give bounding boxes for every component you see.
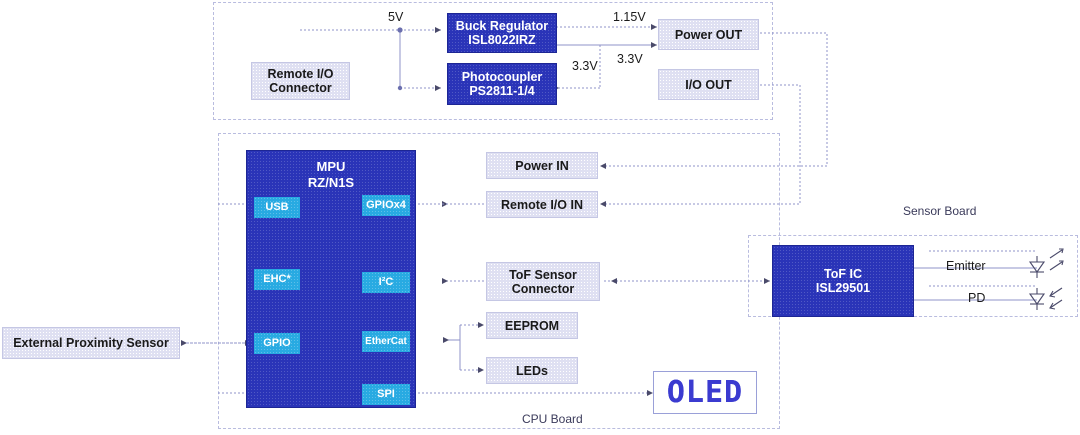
external-proximity-sensor-block[interactable]: External Proximity Sensor [2,327,180,359]
tof-ic-block[interactable]: ToF IC ISL29501 [772,245,914,317]
mpu-port-gpio[interactable]: GPIO [254,333,300,354]
mpu-port-usb[interactable]: USB [254,197,300,218]
label-3-3v-b: 3.3V [617,52,643,66]
mpu-port-i2c-label: I²C [378,276,394,289]
label-5v: 5V [388,10,404,24]
tof-ic-label-1: ToF IC [824,267,862,281]
eeprom-label: EEPROM [504,318,560,333]
power-in-label: Power IN [515,158,569,173]
emitter-label: Emitter [946,259,986,273]
mpu-port-usb-label: USB [265,201,289,214]
label-1-15v: 1.15V [613,10,646,24]
emitter-diode-icon [1028,248,1064,278]
cpu-board-label: CPU Board [522,412,583,426]
mpu-port-gpiox4-label: GPIOx4 [366,199,406,212]
mpu-port-gpiox4[interactable]: GPIOx4 [362,195,410,216]
oled-block[interactable]: OLED [653,371,757,414]
remote-io-in-block[interactable]: Remote I/O IN [486,191,598,218]
mpu-title-line-2: RZ/N1S [307,175,355,191]
power-board-region [213,2,773,120]
external-proximity-sensor-label: External Proximity Sensor [13,336,169,350]
remote-io-in-label: Remote I/O IN [501,197,583,212]
photodiode-icon [1028,287,1063,310]
mpu-port-spi-label: SPI [377,388,395,401]
mpu-port-ehc[interactable]: EHC* [254,269,300,290]
sensor-board-label: Sensor Board [903,204,977,218]
tof-ic-label-2: ISL29501 [815,281,871,295]
remote-io-connector-label-1: Remote I/O [267,67,334,81]
photocoupler-block[interactable]: Photocoupler PS2811-1/4 [447,63,557,105]
photocoupler-label-2: PS2811-1/4 [469,84,535,98]
buck-regulator-label-2: ISL8022IRZ [468,33,536,47]
mpu-port-gpio-label: GPIO [263,337,291,350]
mpu-port-ethercat-label: EtherCat [365,335,407,347]
power-out-label: Power OUT [674,27,743,42]
mpu-title-line-1: MPU [316,159,346,174]
tof-sensor-connector-label-1: ToF Sensor [509,267,577,282]
mpu-port-ehc-label: EHC* [263,273,291,286]
power-in-block[interactable]: Power IN [486,152,598,179]
mpu-title: MPU RZ/N1S [247,159,415,192]
buck-regulator-block[interactable]: Buck Regulator ISL8022IRZ [447,13,557,53]
buck-regulator-label-1: Buck Regulator [455,19,549,33]
io-out-label: I/O OUT [685,77,732,92]
remote-io-connector-label-2: Connector [269,81,332,95]
power-out-block[interactable]: Power OUT [658,19,759,50]
mpu-port-spi[interactable]: SPI [362,384,410,405]
remote-io-connector-block[interactable]: Remote I/O Connector [251,62,350,100]
label-3-3v-a: 3.3V [572,59,598,73]
io-out-block[interactable]: I/O OUT [658,69,759,100]
eeprom-block[interactable]: EEPROM [486,312,578,339]
photocoupler-label-1: Photocoupler [461,70,543,84]
leds-label: LEDs [516,363,548,378]
leds-block[interactable]: LEDs [486,357,578,384]
mpu-block[interactable]: MPU RZ/N1S USB EHC* GPIO GPIOx4 I²C Ethe… [246,150,416,408]
mpu-port-ethercat[interactable]: EtherCat [362,331,410,352]
pd-label: PD [968,291,986,305]
tof-sensor-connector-block[interactable]: ToF Sensor Connector [486,262,600,301]
tof-sensor-connector-label-2: Connector [511,281,575,296]
mpu-port-i2c[interactable]: I²C [362,272,410,293]
oled-label: OLED [666,375,744,410]
